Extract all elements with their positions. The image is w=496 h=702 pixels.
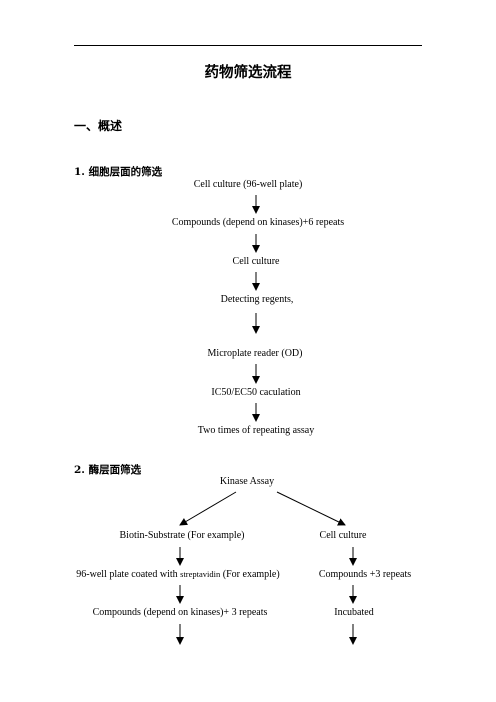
- header-rule: [74, 45, 422, 46]
- arrow-root-left: [179, 491, 237, 526]
- cell-section-heading: 1. 细胞层面的筛选: [74, 166, 163, 178]
- cell-step-culture-96: Cell culture (96-well plate): [193, 179, 303, 190]
- cell-step-culture: Cell culture: [232, 256, 280, 267]
- left-step-plate: 96-well plate coated with streptavidin (…: [76, 569, 280, 580]
- cell-step-repeat: Two times of repeating assay: [197, 425, 315, 436]
- right-step-incubated: Incubated: [334, 607, 374, 618]
- arrow-root-right: [276, 491, 346, 526]
- cell-step-compounds: Compounds (depend on kinases)+6 repeats: [171, 217, 345, 228]
- document-title: 药物筛选流程: [204, 64, 292, 81]
- right-step-culture: Cell culture: [319, 530, 367, 541]
- section-heading-overview: 一、概述: [74, 119, 123, 133]
- right-step-compounds: Compounds +3 repeats: [318, 569, 412, 580]
- left-step-compounds: Compounds (depend on kinases)+ 3 repeats: [92, 607, 268, 618]
- cell-step-ic50: IC50/EC50 caculation: [211, 387, 301, 398]
- cell-step-detecting: Detecting regents,: [220, 294, 294, 305]
- kinase-assay-root: Kinase Assay: [219, 476, 275, 487]
- left-step-biotin: Biotin-Substrate (For example): [119, 530, 245, 541]
- enzyme-section-heading: 2. 酶层面筛选: [74, 464, 142, 476]
- cell-step-microplate: Microplate reader (OD): [207, 348, 303, 359]
